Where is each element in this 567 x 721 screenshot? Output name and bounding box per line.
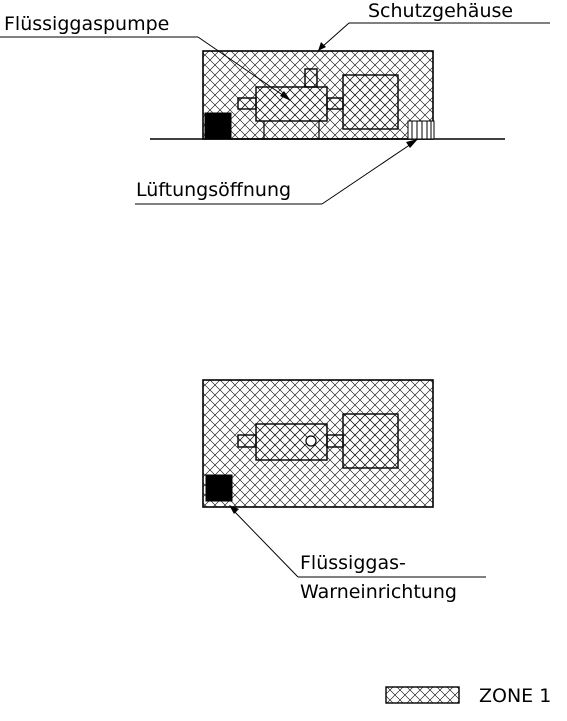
leader-vent-arrowhead [406, 139, 418, 148]
pump-outlet-stub [326, 97, 344, 110]
gas-sensor-elevation [204, 112, 232, 140]
pump-top-port [304, 68, 318, 88]
leader-warning [231, 508, 299, 578]
label-warning-line1: Flüssiggas- [300, 552, 406, 574]
pump-inlet-stub-plan [237, 434, 257, 448]
motor-block-plan [342, 413, 399, 469]
legend-hatch-swatch [385, 686, 460, 704]
legend: ZONE 1 [385, 685, 551, 707]
vent-opening [407, 120, 435, 140]
legend-label: ZONE 1 [479, 685, 551, 707]
pump-port-circle [305, 435, 317, 447]
leader-housing-arrowhead [318, 42, 326, 51]
pump-inlet-stub [237, 97, 257, 110]
motor-block-elevation [342, 74, 399, 130]
elevation-view: Flüssiggaspumpe Schutzgehäuse Lüftungsöf… [0, 0, 550, 205]
pump-body-elevation [255, 86, 328, 122]
label-housing: Schutzgehäuse [368, 0, 513, 22]
label-pump: Flüssiggaspumpe [4, 13, 169, 35]
plan-view: Flüssiggas- Warneinrichtung [202, 379, 486, 603]
label-vent: Lüftungsöffnung [136, 179, 291, 201]
leader-pump-arrowhead [280, 91, 291, 101]
label-warning-line2: Warneinrichtung [300, 581, 457, 603]
leader-vent [321, 141, 415, 205]
pump-outlet-stub-plan [326, 434, 344, 448]
gas-sensor-plan [205, 474, 233, 502]
leader-warning-arrowhead [229, 505, 239, 514]
leader-housing [321, 22, 350, 48]
leader-pump [197, 36, 288, 99]
